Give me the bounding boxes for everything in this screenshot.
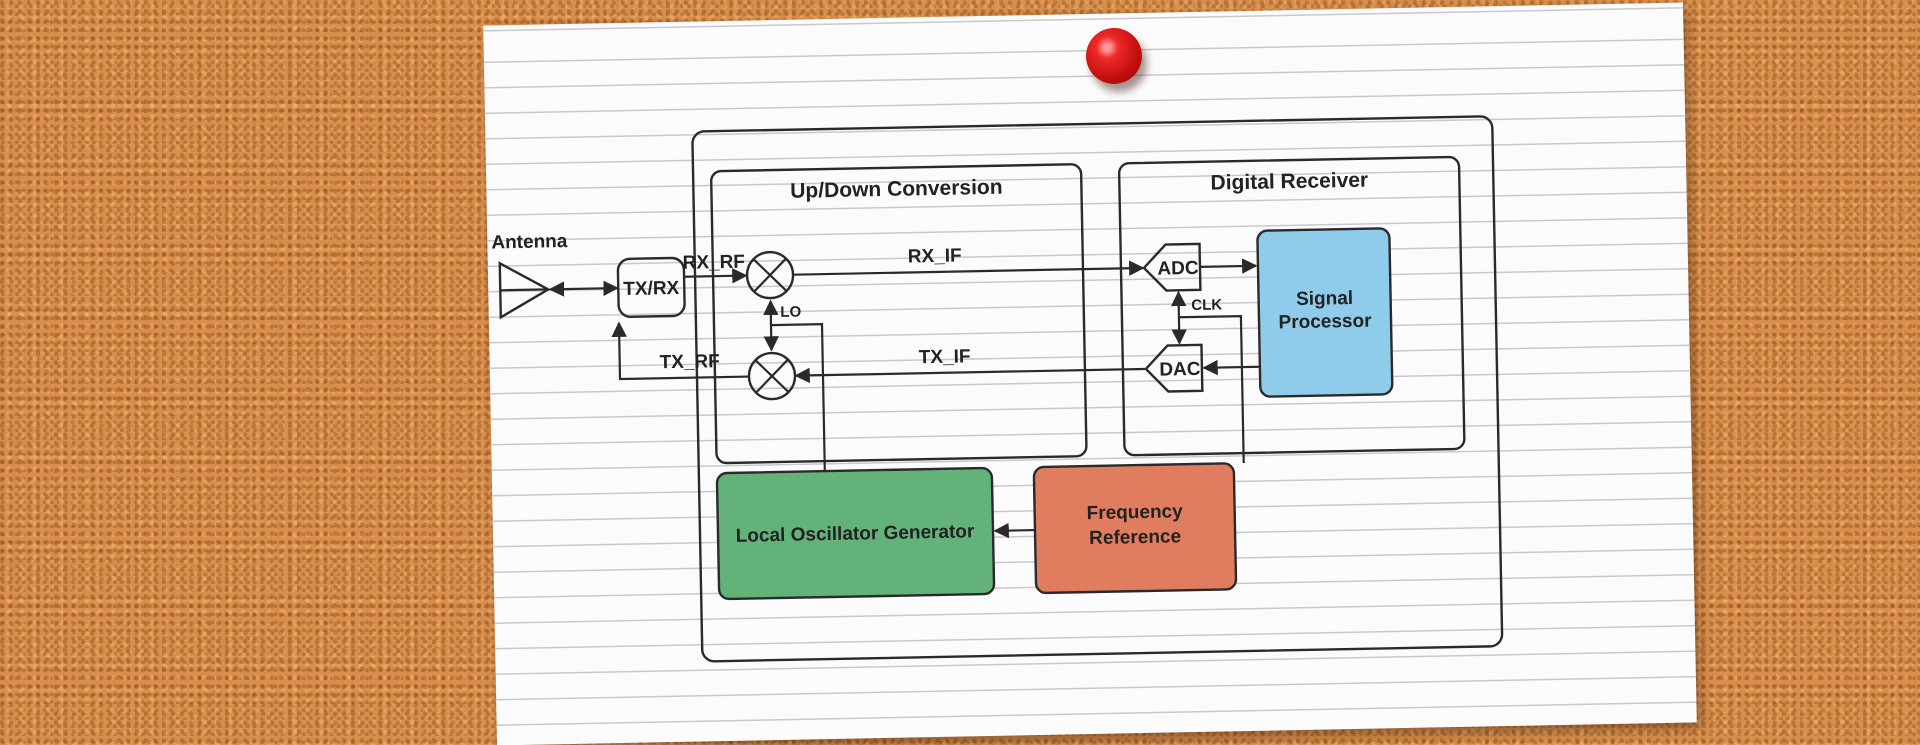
rx-if-label: RX_IF [908,245,962,267]
antenna-txrx-link [548,280,619,297]
tx-rf-wire [611,321,750,381]
rx-if-wire [793,260,1145,276]
block-diagram: Up/Down Conversion Digital Receiver Ante… [491,115,1504,663]
signal-processor-label-line1: Signal [1296,288,1353,310]
tx-mixer-cross-b [755,359,789,394]
adc-label: ADC [1157,258,1199,280]
updown-section-box [710,163,1088,465]
dac-label: DAC [1159,359,1201,381]
antenna-label: Antenna [491,231,568,253]
lo-generator-block [715,466,996,601]
adc-to-processor-wire [1199,258,1258,274]
processor-to-dac-wire [1202,359,1260,376]
clk-wire [1178,314,1245,464]
corkboard-background: Up/Down Conversion Digital Receiver Ante… [483,2,1697,745]
tx-rf-label: TX_RF [659,351,720,373]
lo-feed-wire [770,323,826,472]
lo-label: LO [780,304,801,321]
digital-section-box [1117,155,1466,457]
note-paper: Up/Down Conversion Digital Receiver Ante… [483,2,1697,745]
txrx-label: TX/RX [623,278,680,300]
signal-processor-label-line2: Processor [1278,311,1372,334]
rx-mixer-cross-b [753,258,787,293]
clk-label: CLK [1191,296,1222,314]
freqref-to-lo-wire [993,522,1036,539]
signal-processor-block [1256,227,1394,398]
digital-section-title: Digital Receiver [1210,169,1368,195]
tx-if-wire [794,367,1145,384]
rx-rf-label: RX_RF [682,252,745,274]
dac-block [1144,343,1204,393]
lo-generator-label: Local Oscillator Generator [736,521,976,547]
system-boundary [691,115,1504,663]
rx-rf-wire [684,268,748,284]
freq-ref-label-line2: Reference [1089,526,1181,549]
push-pin-icon [1086,28,1142,84]
antenna-centerline [500,288,549,292]
freq-ref-block [1032,462,1238,595]
freq-ref-label-line1: Frequency [1086,501,1183,524]
updown-section-title: Up/Down Conversion [790,176,1003,203]
tx-if-label: TX_IF [919,346,971,368]
txrx-block [616,256,686,319]
